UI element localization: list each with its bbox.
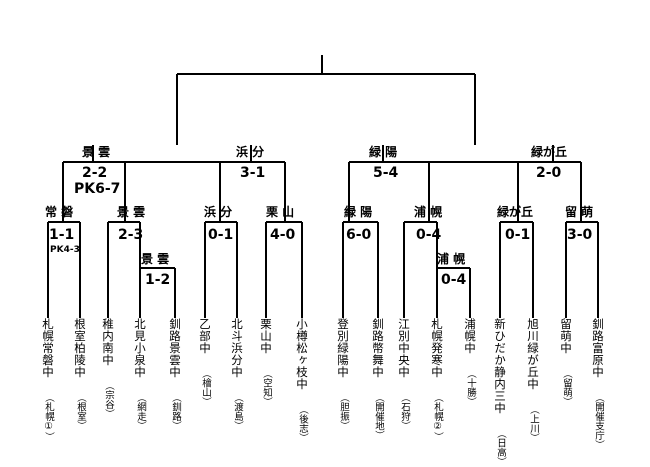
- team-name: 釧路富原中: [591, 318, 605, 378]
- team-entry: 小樽松ヶ枝中 （後志）: [295, 318, 309, 443]
- r1-urahoro-winner: 浦 幌: [437, 252, 466, 266]
- team-entry: 栗山中 （空知）: [259, 318, 273, 407]
- team-region: （開催地）: [373, 392, 384, 441]
- qf-kumo-score: 2-2: [82, 165, 108, 181]
- team-region: （日高）: [495, 428, 506, 467]
- team-name: 栗山中: [259, 318, 273, 354]
- team-name: 登別緑陽中: [336, 318, 350, 378]
- team-region: （檜山）: [200, 368, 211, 407]
- r2-urahoro-winner: 浦 幌: [414, 205, 443, 219]
- r2-ryokuyo-score: 6-0: [346, 227, 372, 243]
- team-entry: 釧路景雲中 （釧路）: [168, 318, 182, 431]
- r2-tokiwa-pk: PK4-3: [50, 245, 80, 255]
- team-name: 北斗浜分中: [230, 318, 244, 378]
- team-entry: 北斗浜分中 （渡島）: [230, 318, 244, 431]
- team-entry: 札幌常磐中 （札幌①）: [41, 318, 55, 442]
- team-region: （根室）: [75, 392, 86, 431]
- team-name: 旭川緑が丘中: [526, 318, 540, 390]
- team-entry: 新ひだか静内三中 （日高）: [493, 318, 507, 467]
- r2-ryokuyo-winner: 緑 陽: [344, 205, 373, 219]
- team-region: （上川）: [528, 404, 539, 443]
- team-region: （石狩）: [399, 392, 410, 431]
- qf-kumo-winner: 景 雲: [82, 145, 111, 159]
- team-entry: 留萌中 （留萌）: [559, 318, 573, 407]
- team-region: （後志）: [297, 404, 308, 443]
- team-name: 新ひだか静内三中: [493, 318, 507, 414]
- r2-rumoi-winner: 留 萌: [565, 205, 594, 219]
- team-entry: 釧路富原中 （開催支庁）: [591, 318, 605, 450]
- team-name: 札幌発寒中: [430, 318, 444, 378]
- team-name: 乙部中: [198, 318, 212, 354]
- r1-urahoro-score: 0-4: [441, 272, 467, 288]
- team-entry: 乙部中 （檜山）: [198, 318, 212, 407]
- r2-tokiwa-score: 1-1: [49, 227, 75, 243]
- team-region: （空知）: [261, 368, 272, 407]
- r2-kuriyama-score: 4-0: [270, 227, 296, 243]
- r2-urahoro-score: 0-4: [416, 227, 442, 243]
- team-region: （釧路）: [170, 392, 181, 431]
- team-name: 留萌中: [559, 318, 573, 354]
- team-name: 浦幌中: [463, 318, 477, 354]
- team-region: （札幌①）: [43, 392, 54, 442]
- r2-hamawake-score: 0-1: [208, 227, 234, 243]
- team-name: 釧路幣舞中: [371, 318, 385, 378]
- team-region: （網走）: [135, 392, 146, 431]
- r2-rumoi-score: 3-0: [567, 227, 593, 243]
- team-entry: 札幌発寒中 （札幌②）: [430, 318, 444, 442]
- qf-midorigaoka-score: 2-0: [536, 165, 562, 181]
- team-name: 釧路景雲中: [168, 318, 182, 378]
- r2-kumo-winner: 景 雲: [117, 205, 146, 219]
- team-name: 江別中央中: [397, 318, 411, 378]
- qf-hamawake-winner: 浜 分: [236, 145, 265, 159]
- team-region: （宗谷）: [103, 380, 114, 419]
- team-region: （留萌）: [561, 368, 572, 407]
- team-name: 札幌常磐中: [41, 318, 55, 378]
- team-region: （十勝）: [465, 368, 476, 407]
- r2-tokiwa-winner: 常 磐: [45, 205, 74, 219]
- r2-kumo-score: 2-3: [118, 227, 144, 243]
- team-entry: 登別緑陽中 （胆振）: [336, 318, 350, 431]
- team-region: （開催支庁）: [593, 392, 604, 450]
- team-entry: 旭川緑が丘中 （上川）: [526, 318, 540, 443]
- qf-ryokuyo-winner: 緑 陽: [369, 145, 398, 159]
- qf-hamawake-score: 3-1: [240, 165, 266, 181]
- team-entry: 北見小泉中 （網走）: [133, 318, 147, 431]
- qf-midorigaoka-winner: 緑が丘: [531, 145, 568, 159]
- team-name: 稚内南中: [101, 318, 115, 366]
- team-region: （渡島）: [232, 392, 243, 431]
- r2-hamawake-winner: 浜 分: [204, 205, 233, 219]
- team-entry: 釧路幣舞中 （開催地）: [371, 318, 385, 440]
- team-entry: 浦幌中 （十勝）: [463, 318, 477, 407]
- r2-midorigaoka-winner: 緑が丘: [497, 205, 534, 219]
- qf-kumo-pk: PK6-7: [74, 181, 121, 197]
- qf-ryokuyo-score: 5-4: [373, 165, 399, 181]
- team-entry: 稚内南中 （宗谷）: [101, 318, 115, 419]
- bracket-lines: [47, 55, 599, 318]
- team-entry: 江別中央中 （石狩）: [397, 318, 411, 431]
- team-name: 根室柏陵中: [73, 318, 87, 378]
- team-name: 北見小泉中: [133, 318, 147, 378]
- team-region: （胆振）: [338, 392, 349, 431]
- r1-kumo-winner: 景 雲: [141, 252, 170, 266]
- team-entry: 根室柏陵中 （根室）: [73, 318, 87, 431]
- r2-midorigaoka-score: 0-1: [505, 227, 531, 243]
- r1-kumo-score: 1-2: [145, 272, 171, 288]
- team-region: （札幌②）: [432, 392, 443, 442]
- r2-kuriyama-winner: 栗 山: [266, 205, 295, 219]
- team-name: 小樽松ヶ枝中: [295, 318, 309, 390]
